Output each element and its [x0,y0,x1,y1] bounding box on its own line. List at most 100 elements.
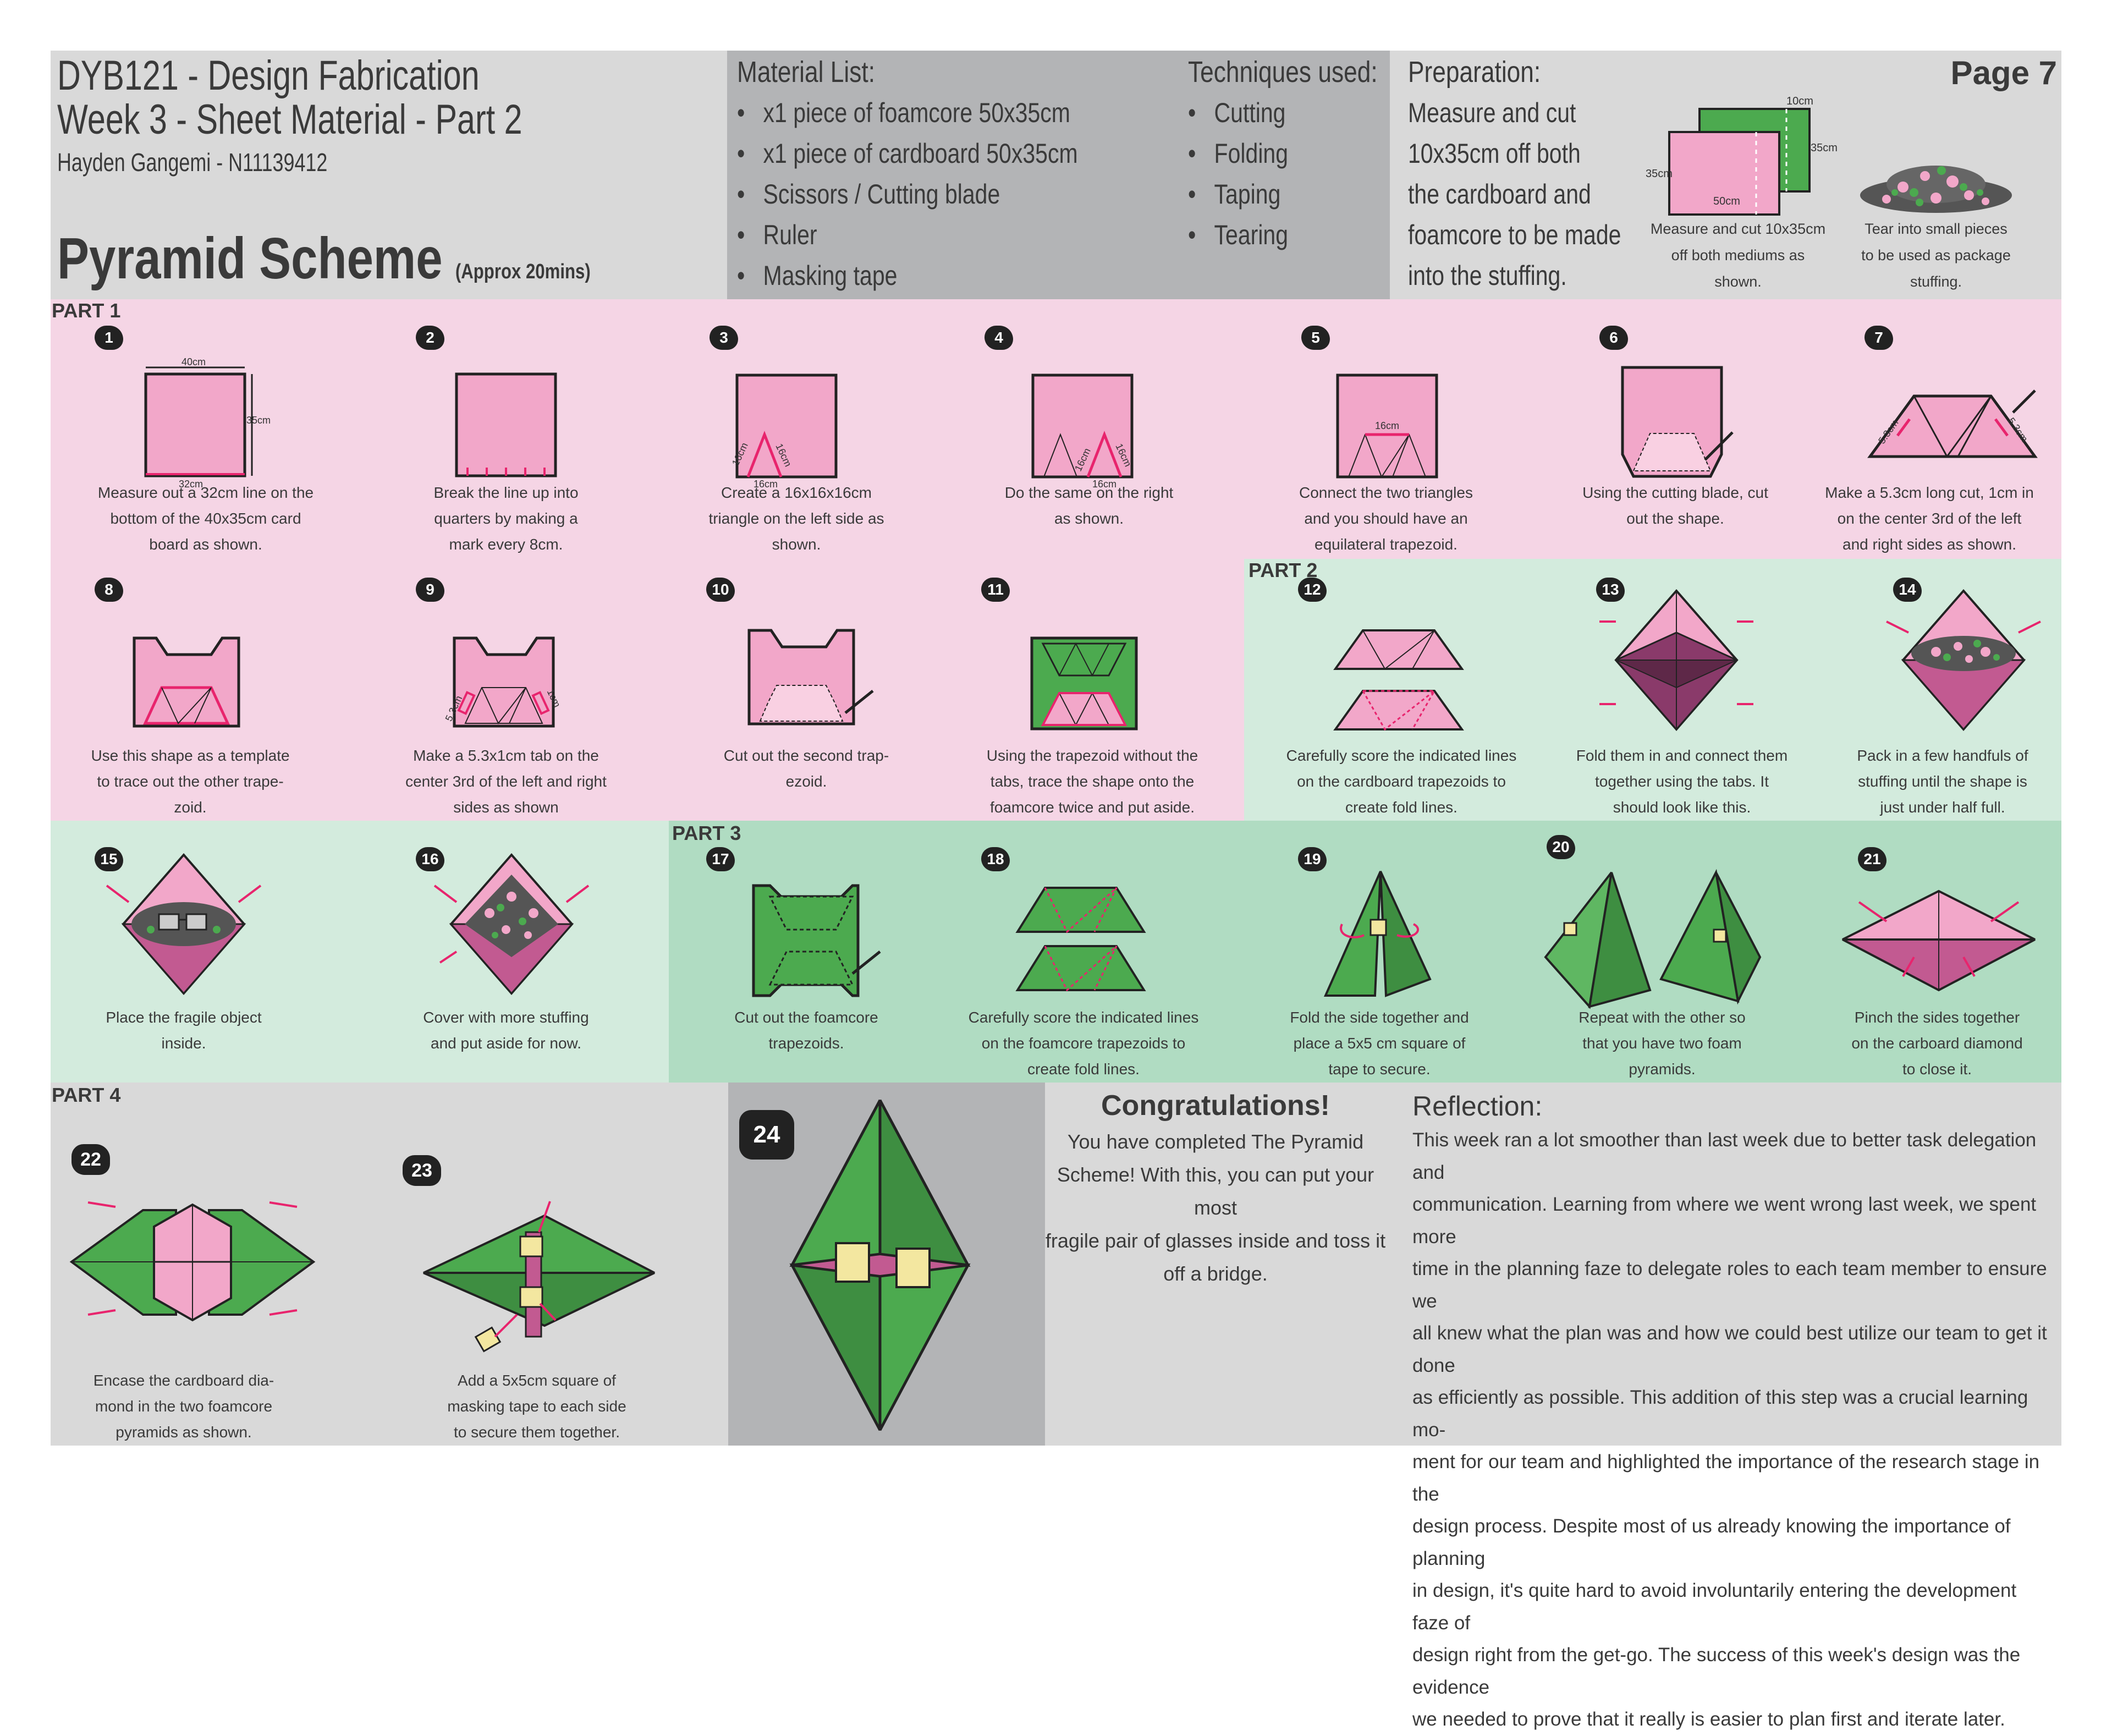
step8-figure [133,636,240,728]
caption-line: foamcore twice and put aside. [990,799,1195,816]
technique-items: Cutting Folding Taping Tearing [1188,92,1378,255]
caption-line: board as shown. [149,536,262,553]
step17-figure [752,884,881,997]
material-item: Masking tape [737,255,1078,296]
step6-caption: Using the cutting blade, cut out the shap… [1549,480,1802,531]
step-number: 1 [95,326,123,350]
caption-line: to secure them together. [454,1424,620,1441]
step-number: 3 [710,326,738,350]
caption-line: Fold the side together and [1290,1009,1469,1026]
caption-line: out the shape. [1626,510,1724,527]
material-item: x1 piece of foamcore 50x35cm [737,92,1078,133]
material-items: x1 piece of foamcore 50x35cm x1 piece of… [737,92,1078,296]
caption-line: Break the line up into [433,484,579,501]
step-number: 18 [981,847,1010,871]
preparation-line: the cardboard and [1408,179,1591,210]
caption-line: mark every 8cm. [449,536,563,553]
reflection-line: time in the planning faze to delegate ro… [1412,1258,2047,1312]
caption-line: trapezoids. [768,1035,844,1052]
dim-10cm: 10cm [1786,95,1813,107]
step6-figure [1621,366,1734,478]
reflection-line: ment for our team and highlighted the im… [1412,1451,2040,1505]
author-line: Hayden Gangemi - N11139412 [57,148,328,177]
reflection-line: all knew what the plan was and how we co… [1412,1322,2047,1376]
caption-line: Fold them in and connect them [1576,747,1788,764]
step-number: 13 [1596,578,1625,602]
caption-line: triangle on the left side as [708,510,884,527]
caption-line: Carefully score the indicated lines [968,1009,1199,1026]
step4-figure: 16cm 16cm 16cm [1031,373,1134,490]
caption-line: equilateral trapezoid. [1314,536,1458,553]
preparation-line: 10x35cm off both [1408,138,1581,169]
step2-figure [455,372,557,477]
reflection-line: This week ran a lot smoother than last w… [1412,1129,2037,1183]
reflection-panel [1386,1083,2061,1446]
caption-line: to trace out the other trape- [97,773,284,790]
step-number: 11 [981,578,1010,602]
dim-35cm-right: 35cm [1811,142,1838,154]
step21-figure [1842,889,2036,992]
material-item: Ruler [737,215,1078,255]
course-name: DYB121 - Design Fabrication [57,52,480,99]
step9-figure: 5.3cm 1cm [443,636,563,728]
caption-line: Measure and cut 10x35cm [1650,221,1826,237]
material-list: Material List: x1 piece of foamcore 50x3… [737,53,1078,296]
step16-figure [433,853,590,996]
dim-35cm-left: 35cm [1646,168,1673,180]
step18-figure [1015,887,1146,992]
page-number: Page 7 [1950,54,2057,91]
caption-line: Pinch the sides together [1854,1009,2020,1026]
step-number: 10 [706,578,735,602]
prep-fig2-caption: Tear into small pieces to be used as pac… [1815,216,2057,295]
reflection-heading: Reflection: [1412,1091,1543,1122]
caption-line: together using the tabs. It [1595,773,1769,790]
caption-line: should look like this. [1613,799,1751,816]
caption-line: Connect the two triangles [1299,484,1473,501]
header-panel-left [51,51,727,299]
caption-line: Create a 16x16x16cm [721,484,872,501]
caption-line: Make a 5.3cm long cut, 1cm in [1825,484,2034,501]
reflection-line: we needed to prove that it really is eas… [1412,1708,2005,1730]
caption-line: and put aside for now. [431,1035,581,1052]
caption-line: pyramids as shown. [116,1424,252,1441]
step3-figure: 16cm 16cm 16cm [730,373,838,490]
step10-caption: Cut out the second trap-ezoid. [680,743,933,794]
caption-line: to be used as package [1861,247,2011,263]
caption-line: to close it. [1902,1061,1972,1078]
caption-line: shown. [772,536,821,553]
step23-figure [423,1201,655,1353]
congrats-line: Scheme! With this, you can put your most [1057,1163,1374,1219]
step12-figure [1333,629,1464,731]
reflection-line: in design, it's quite hard to avoid invo… [1412,1580,2017,1634]
technique-item: Folding [1188,133,1378,174]
technique-item: Tearing [1188,215,1378,255]
step14-figure [1886,589,2041,732]
step-number: 17 [706,847,735,871]
step-number: 14 [1893,578,1922,602]
congrats-block: Congratulations! You have completed The … [1034,1089,1397,1290]
reflection-line: design process. Despite most of us alrea… [1412,1515,2011,1569]
caption-line: ezoid. [785,773,827,790]
step3-caption: Create a 16x16x16cm triangle on the left … [670,480,923,557]
prep-sheets-figure: 10cm 35cm 35cm 50cm [1646,95,1838,216]
step13-figure [1599,589,1753,732]
caption-line: sides as shown [453,799,559,816]
caption-line: on the cardboard trapezoids to [1297,773,1506,790]
part-1-label: PART 1 [52,299,121,322]
reflection-line: design right from the get-go. The succes… [1412,1644,2021,1698]
caption-line: Add a 5x5cm square of [458,1372,616,1389]
caption-line: stuffing. [1910,273,1962,290]
preparation-line: Measure and cut [1408,97,1576,128]
caption-line: Using the cutting blade, cut [1582,484,1768,501]
caption-line: Cut out the second trap- [723,747,889,764]
step-number: 16 [416,847,444,871]
caption-line: off both mediums as [1671,247,1805,263]
caption-line: create fold lines. [1345,799,1458,816]
